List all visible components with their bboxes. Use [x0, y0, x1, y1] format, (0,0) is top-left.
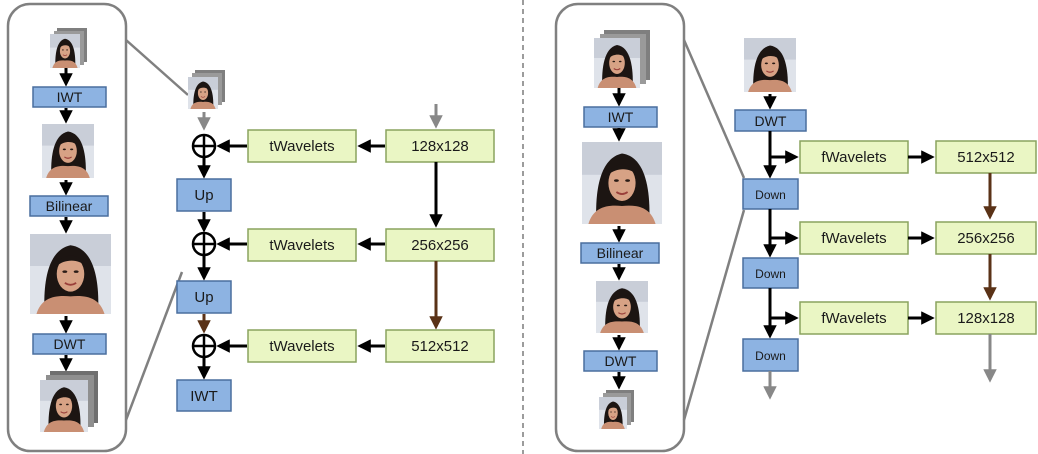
right-main-dwt-label: DWT [755, 113, 787, 129]
plus-node-1 [191, 133, 217, 159]
right-inset-portrait-medium [596, 281, 648, 333]
right-inset-bilinear-block: Bilinear [580, 242, 660, 264]
right-inset-wavelet-stack-output [599, 390, 634, 429]
fwavelets-block-1: fWavelets [799, 140, 909, 174]
left-inset-wavelet-stack-output [40, 371, 98, 432]
right-main-pipeline: DWT fWavelets 512x512 Down fWavelets 2 [734, 38, 1037, 400]
right-inset-iwt-block: IWT [583, 106, 658, 128]
right-inset-frame [554, 2, 686, 453]
fwavelets-block-3: fWavelets [799, 301, 909, 335]
iwt-output-label: IWT [190, 388, 218, 405]
left-inset-iwt-label: IWT [57, 89, 83, 105]
resolution-block-128-right: 128x128 [935, 301, 1037, 335]
right-inset-iwt-label: IWT [608, 109, 634, 125]
plus-node-2 [191, 231, 217, 257]
right-inset-dwt-label: DWT [605, 353, 637, 369]
resolution-block-256-left: 256x256 [385, 228, 495, 262]
plus-node-3 [191, 333, 217, 359]
left-inset-wavelet-stack-image [50, 28, 87, 68]
down-label-3: Down [755, 349, 786, 363]
resolution-label-256-left: 256x256 [411, 237, 469, 254]
left-main-input-image [188, 70, 225, 109]
resolution-label-128-right: 128x128 [957, 310, 1015, 327]
right-zoom-line-bottom [682, 209, 746, 421]
iwt-output-block: IWT [176, 379, 232, 412]
resolution-label-256-right: 256x256 [957, 230, 1015, 247]
left-inset-bilinear-block: Bilinear [29, 195, 109, 217]
twavelets-block-3: tWavelets [247, 329, 357, 363]
up-label-2: Up [194, 289, 213, 306]
left-zoom-line-top [125, 39, 189, 96]
up-block-1: Up [176, 178, 232, 212]
right-main-dwt-block: DWT [734, 109, 807, 132]
fwavelets-block-2: fWavelets [799, 221, 909, 255]
down-label-1: Down [755, 188, 786, 202]
left-inset-panel: IWT Bilinear DWT [6, 2, 189, 453]
twavelets-block-1: tWavelets [247, 129, 357, 163]
left-zoom-line-bottom [124, 271, 184, 421]
left-inset-portrait-medium [42, 124, 94, 178]
resolution-block-256-right: 256x256 [935, 221, 1037, 255]
right-inset-portrait-large [582, 142, 662, 224]
left-main-pipeline: Up Up IWT tWavelets [176, 70, 495, 412]
resolution-block-128-left: 128x128 [385, 129, 495, 163]
left-inset-dwt-block: DWT [32, 333, 107, 355]
twavelets-label-3: tWavelets [269, 338, 334, 355]
resolution-label-512-right: 512x512 [957, 149, 1015, 166]
fwavelets-label-1: fWavelets [821, 149, 886, 166]
left-inset-portrait-large [30, 234, 111, 314]
resolution-label-512-left: 512x512 [411, 338, 469, 355]
right-inset-wavelet-stack-input [594, 30, 650, 88]
up-label-1: Up [194, 187, 213, 204]
twavelets-label-1: tWavelets [269, 138, 334, 155]
right-inset-dwt-block: DWT [583, 350, 658, 372]
down-block-1: Down [742, 178, 799, 210]
left-inset-iwt-block: IWT [32, 86, 107, 108]
right-inset-bilinear-label: Bilinear [597, 245, 644, 261]
right-main-input-image [744, 38, 796, 92]
resolution-block-512-right: 512x512 [935, 140, 1037, 174]
right-zoom-line-top [682, 39, 746, 179]
right-inset-panel: IWT Bilinear DWT [554, 2, 746, 453]
down-block-2: Down [742, 257, 799, 289]
left-inset-dwt-label: DWT [54, 336, 86, 352]
down-block-3: Down [742, 338, 799, 372]
left-inset-frame [6, 2, 128, 453]
fwavelets-label-2: fWavelets [821, 230, 886, 247]
twavelets-label-2: tWavelets [269, 237, 334, 254]
twavelets-block-2: tWavelets [247, 228, 357, 262]
down-label-2: Down [755, 267, 786, 281]
up-block-2: Up [176, 280, 232, 314]
fwavelets-label-3: fWavelets [821, 310, 886, 327]
resolution-label-128-left: 128x128 [411, 138, 469, 155]
resolution-block-512-left: 512x512 [385, 329, 495, 363]
left-inset-bilinear-label: Bilinear [46, 198, 93, 214]
